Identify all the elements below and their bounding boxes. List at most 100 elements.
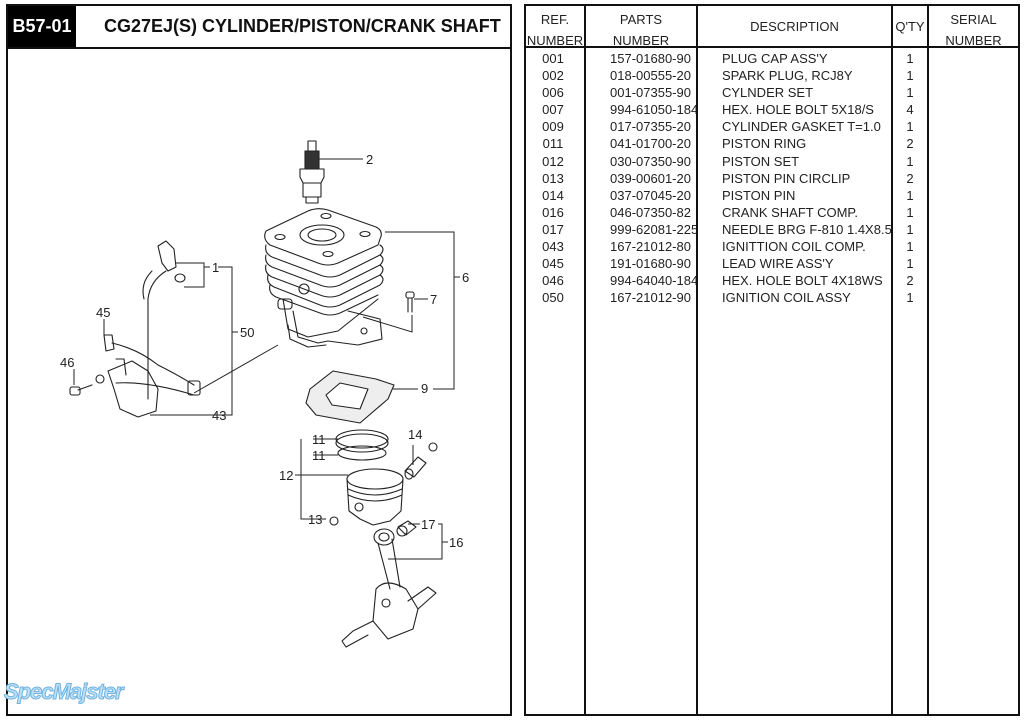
- table-cell-part: 030-07350-90: [610, 153, 691, 169]
- table-cell-part: 167-21012-90: [610, 290, 691, 306]
- callout-43: 43: [212, 408, 226, 423]
- table-cell-part: 018-00555-20: [610, 68, 691, 84]
- table-cell-serial: [929, 84, 1018, 101]
- callout-12: 12: [279, 468, 293, 483]
- header-qty: Q'TY: [893, 6, 927, 48]
- spark-plug-part: [299, 140, 325, 204]
- needle-bearing-part: [396, 520, 417, 537]
- crankshaft-part: [341, 528, 437, 648]
- piston-part: [346, 468, 404, 526]
- table-cell-desc: HEX. HOLE BOLT 5X18/S: [722, 102, 874, 118]
- table-cell-ref: 050: [542, 290, 564, 306]
- table-cell-serial: [929, 255, 1018, 272]
- callout-45: 45: [96, 305, 110, 320]
- callout-7: 7: [430, 292, 437, 307]
- table-cell-qty: 2: [906, 170, 914, 186]
- table-cell-serial: [929, 67, 1018, 84]
- callout-46: 46: [60, 355, 74, 370]
- callout-11b: 11: [312, 448, 326, 463]
- callout-9: 9: [421, 381, 428, 396]
- callout-14: 14: [408, 427, 422, 442]
- table-cell-ref: 006: [542, 85, 564, 101]
- column-description: DESCRIPTION PLUG CAP ASS'Y SPARK PLUG, RC…: [698, 6, 893, 714]
- table-cell-qty: 1: [906, 256, 914, 272]
- table-cell-part: 001-07355-90: [610, 85, 691, 101]
- table-cell-ref: 014: [542, 187, 564, 203]
- header-description: DESCRIPTION: [698, 6, 891, 48]
- table-cell-desc: NEEDLE BRG F-810 1.4X8.5: [722, 221, 891, 237]
- callout-6: 6: [462, 270, 469, 285]
- table-cell-serial: [929, 118, 1018, 135]
- callout-50: 50: [240, 325, 254, 340]
- table-cell-serial: [929, 204, 1018, 221]
- table-cell-part: 017-07355-20: [610, 119, 691, 135]
- table-cell-ref: 012: [542, 153, 564, 169]
- table-cell-part: 037-07045-20: [610, 187, 691, 203]
- table-cell-part: 041-01700-20: [610, 136, 691, 152]
- cylinder-gasket-part: [305, 370, 395, 424]
- callout-2: 2: [366, 152, 373, 167]
- cylinder-part: [264, 208, 384, 348]
- hex-bolt-part: [405, 291, 415, 313]
- table-cell-serial: [929, 272, 1018, 289]
- column-serial-number: SERIAL NUMBER: [929, 6, 1018, 714]
- table-cell-qty: 1: [906, 290, 914, 306]
- table-cell-desc: LEAD WIRE ASS'Y: [722, 256, 834, 272]
- table-cell-qty: 1: [906, 119, 914, 135]
- table-cell-qty: 1: [906, 153, 914, 169]
- table-cell-part: 157-01680-90: [610, 51, 691, 66]
- table-cell-part: 999-62081-225: [610, 221, 696, 237]
- table-cell-serial: [929, 101, 1018, 118]
- table-cell-ref: 017: [542, 221, 564, 237]
- table-cell-desc: PISTON PIN CIRCLIP: [722, 170, 851, 186]
- table-cell-desc: SPARK PLUG, RCJ8Y: [722, 68, 853, 84]
- table-cell-desc: IGNITION COIL ASSY: [722, 290, 851, 306]
- table-cell-ref: 046: [542, 273, 564, 289]
- callout-1: 1: [212, 260, 219, 275]
- table-cell-desc: HEX. HOLE BOLT 4X18WS: [722, 273, 883, 289]
- table-cell-part: 994-61050-184: [610, 102, 696, 118]
- table-cell-ref: 045: [542, 256, 564, 272]
- table-cell-ref: 001: [542, 51, 564, 66]
- table-cell-qty: 1: [906, 204, 914, 220]
- callout-17: 17: [421, 517, 435, 532]
- table-cell-ref: 011: [542, 136, 564, 152]
- table-cell-part: 039-00601-20: [610, 170, 691, 186]
- piston-rings-part: [335, 429, 389, 461]
- table-cell-desc: PLUG CAP ASS'Y: [722, 51, 828, 66]
- table-cell-qty: 1: [906, 221, 914, 237]
- callout-13: 13: [308, 512, 322, 527]
- table-cell-ref: 002: [542, 68, 564, 84]
- sheet-id: B57-01: [8, 6, 76, 47]
- header-serial-number: SERIAL NUMBER: [929, 6, 1018, 48]
- table-cell-serial: [929, 238, 1018, 255]
- table-cell-qty: 1: [906, 239, 914, 255]
- table-cell-serial: [929, 135, 1018, 152]
- watermark-logo: SpecMajster: [4, 679, 125, 705]
- callout-16: 16: [449, 535, 463, 550]
- table-cell-desc: PISTON RING: [722, 136, 807, 152]
- exploded-parts-diagram: 2 6 7 9 1 50 43 45 46 11 11 12 13 14 17 …: [60, 140, 469, 648]
- table-cell-qty: 1: [906, 51, 914, 66]
- plug-cap-part: [142, 240, 186, 400]
- sheet-title: CG27EJ(S) CYLINDER/PISTON/CRANK SHAFT: [104, 16, 501, 36]
- piston-pin-part: [404, 456, 427, 480]
- circlip-part: [329, 516, 339, 526]
- table-cell-qty: 1: [906, 68, 914, 84]
- table-cell-part: 191-01680-90: [610, 256, 691, 272]
- table-cell-serial: [929, 50, 1018, 67]
- table-cell-serial: [929, 187, 1018, 204]
- table-cell-qty: 4: [906, 102, 914, 118]
- table-cell-qty: 2: [906, 136, 914, 152]
- table-cell-ref: 007: [542, 102, 564, 118]
- callout-11a: 11: [312, 432, 326, 447]
- table-cell-desc: PISTON PIN: [722, 187, 796, 203]
- table-cell-desc: PISTON SET: [722, 153, 800, 169]
- table-cell-serial: [929, 170, 1018, 187]
- diagram-panel: B57-01 CG27EJ(S) CYLINDER/PISTON/CRANK S…: [6, 4, 512, 716]
- header-ref-number: REF. NUMBER: [526, 6, 584, 48]
- table-cell-ref: 016: [542, 204, 564, 220]
